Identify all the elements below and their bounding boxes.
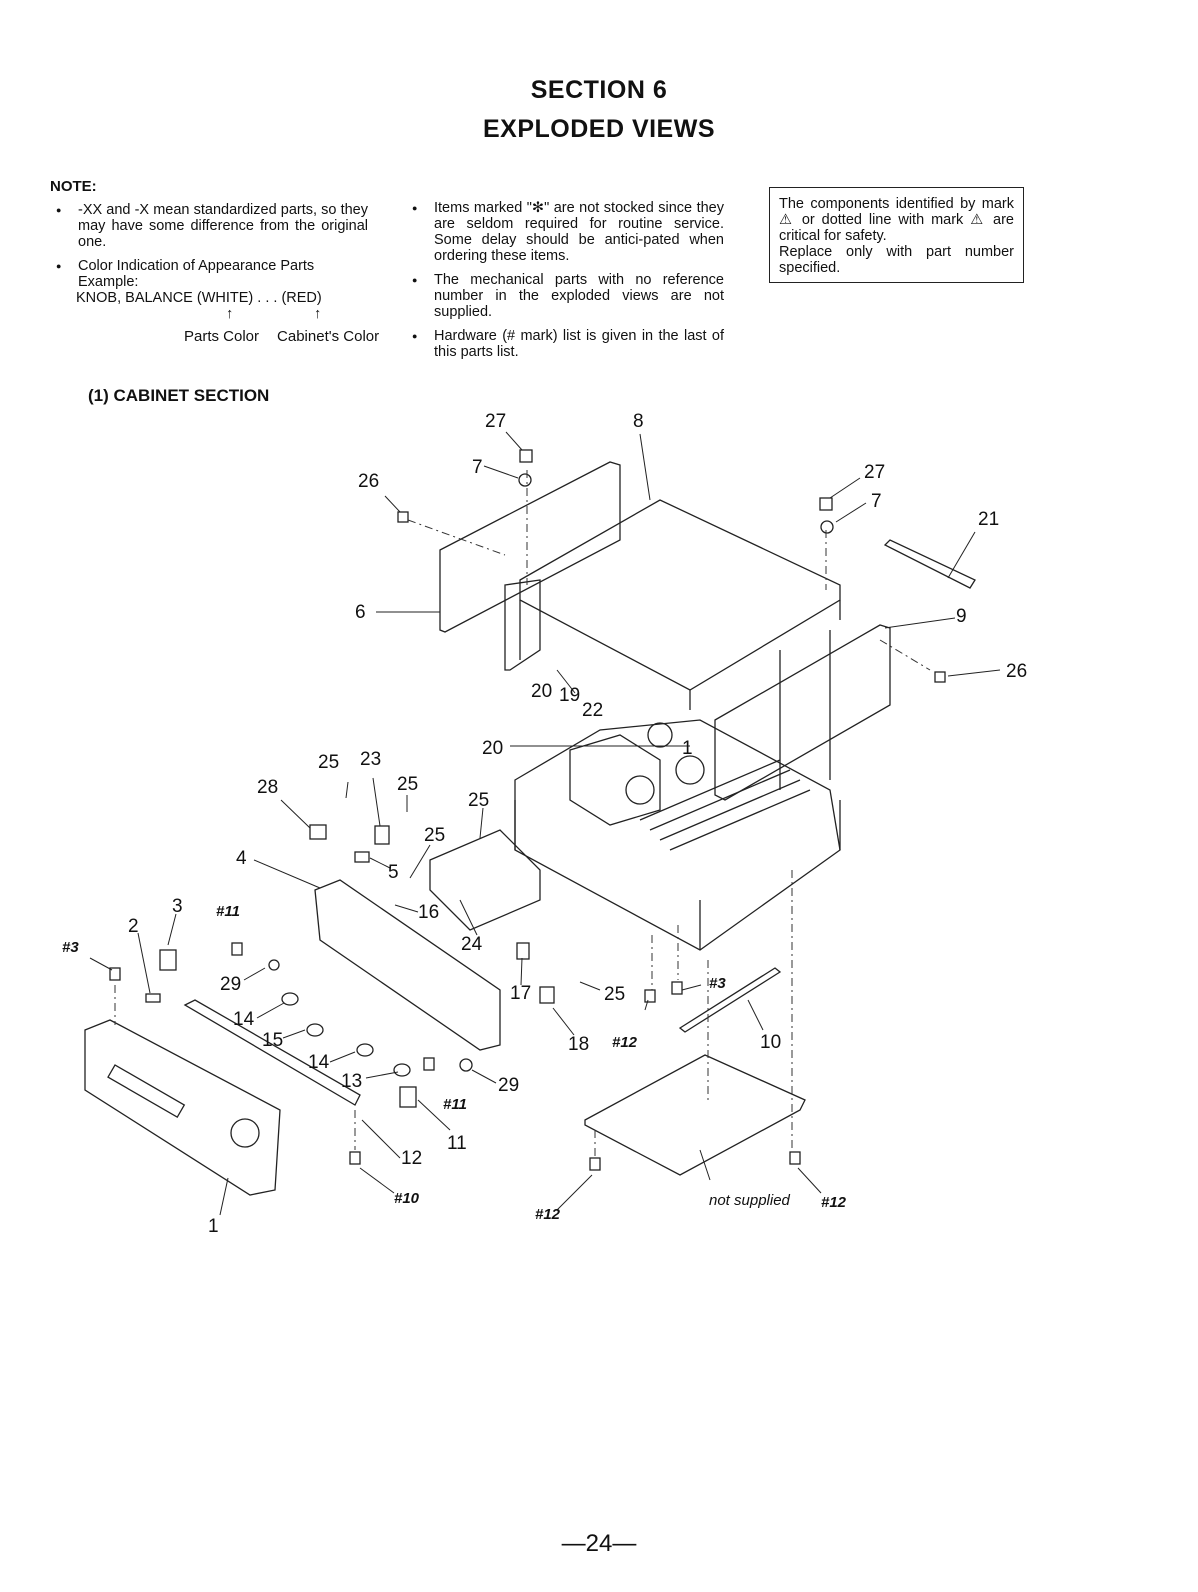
- top-cover: [519, 499, 841, 691]
- callout: 20: [482, 738, 503, 759]
- note-column-1: -XX and -X mean standardized parts, so t…: [52, 202, 368, 306]
- callout: 9: [956, 606, 967, 627]
- section-number: SECTION 6: [530, 76, 668, 104]
- callout: 7: [472, 457, 483, 478]
- callout: 28: [257, 777, 278, 798]
- callout: 26: [358, 471, 379, 492]
- hardware-callout: #12: [821, 1194, 847, 1211]
- callout: 16: [418, 902, 439, 923]
- cabinet-color-label: Cabinet's Color: [277, 328, 380, 345]
- front-chassis: [314, 879, 501, 1051]
- callout: 11: [447, 1133, 467, 1154]
- right-side-panel: [714, 624, 891, 801]
- parts-color-label: Parts Color: [184, 328, 260, 345]
- safety-text: The components identified by mark ⚠ or d…: [779, 196, 1014, 244]
- callout: 15: [262, 1030, 283, 1051]
- left-side-panel: [439, 461, 621, 633]
- callout: 14: [233, 1009, 255, 1030]
- safety-notice-box: The components identified by mark ⚠ or d…: [769, 187, 1024, 283]
- callout: 12: [401, 1148, 422, 1169]
- hardware-callout: #11: [216, 903, 240, 920]
- callout: 19: [559, 685, 580, 706]
- note-column-2: Items marked "✻" are not stocked since t…: [408, 200, 724, 368]
- page-title: EXPLODED VIEWS: [482, 115, 716, 143]
- callout: 1: [208, 1216, 219, 1237]
- arrow-cabinet-color: ↑: [314, 306, 322, 322]
- callout: 18: [568, 1034, 589, 1055]
- bottom-plate: [584, 1054, 806, 1176]
- callout: 17: [510, 983, 531, 1004]
- hardware-callout: #3: [709, 975, 726, 992]
- callout: 2: [128, 916, 139, 937]
- callout: 25: [397, 774, 418, 795]
- callout: 7: [871, 491, 882, 512]
- callout: 24: [461, 934, 483, 955]
- note-item: Hardware (# mark) list is given in the l…: [408, 328, 724, 360]
- example-label: Example:: [78, 274, 139, 290]
- callout: 27: [485, 411, 506, 432]
- note-item: -XX and -X mean standardized parts, so t…: [52, 202, 368, 250]
- callout: 25: [424, 825, 445, 846]
- callout: 1: [682, 738, 693, 759]
- color-labels: Parts Color Cabinet's Color: [184, 328, 397, 345]
- not-supplied-label: not supplied: [709, 1192, 791, 1209]
- callout: 22: [582, 700, 603, 721]
- chassis: [514, 719, 841, 951]
- page-number: —24—: [561, 1530, 637, 1557]
- callout: 14: [308, 1052, 330, 1073]
- arrow-parts-color: ↑: [226, 306, 234, 322]
- hardware-callout: #3: [62, 939, 79, 956]
- callout: 25: [318, 752, 339, 773]
- callout: 4: [236, 848, 247, 869]
- hardware-callout: #11: [443, 1096, 467, 1113]
- callout: 27: [864, 462, 885, 483]
- safety-text-replace: Replace only with part number specified.: [779, 244, 1014, 276]
- hardware-callout: #12: [535, 1206, 561, 1223]
- callout: 29: [220, 974, 241, 995]
- callout: 21: [978, 509, 999, 530]
- callout: 25: [604, 984, 625, 1005]
- example-text: KNOB, BALANCE (WHITE) . . . (RED): [76, 290, 322, 306]
- callout: 8: [633, 411, 644, 432]
- subsection-title: (1) CABINET SECTION: [88, 386, 270, 405]
- front-panel: [84, 1019, 281, 1196]
- hardware-callout: #12: [612, 1034, 638, 1051]
- callout: 23: [360, 749, 381, 770]
- callout: 25: [468, 790, 489, 811]
- callout: 6: [355, 602, 366, 623]
- callout: 10: [760, 1032, 781, 1053]
- note-item: Items marked "✻" are not stocked since t…: [408, 200, 724, 264]
- callout: 29: [498, 1075, 519, 1096]
- note-item: Color Indication of Appearance Parts Exa…: [52, 258, 368, 290]
- callout: 3: [172, 896, 183, 917]
- callout: 26: [1006, 661, 1027, 682]
- callout: 5: [388, 862, 399, 883]
- hardware-callout: #10: [394, 1190, 420, 1207]
- callout: 13: [341, 1071, 362, 1092]
- callout: 20: [531, 681, 552, 702]
- note-item: The mechanical parts with no reference n…: [408, 272, 724, 320]
- note-label: NOTE:: [50, 178, 97, 195]
